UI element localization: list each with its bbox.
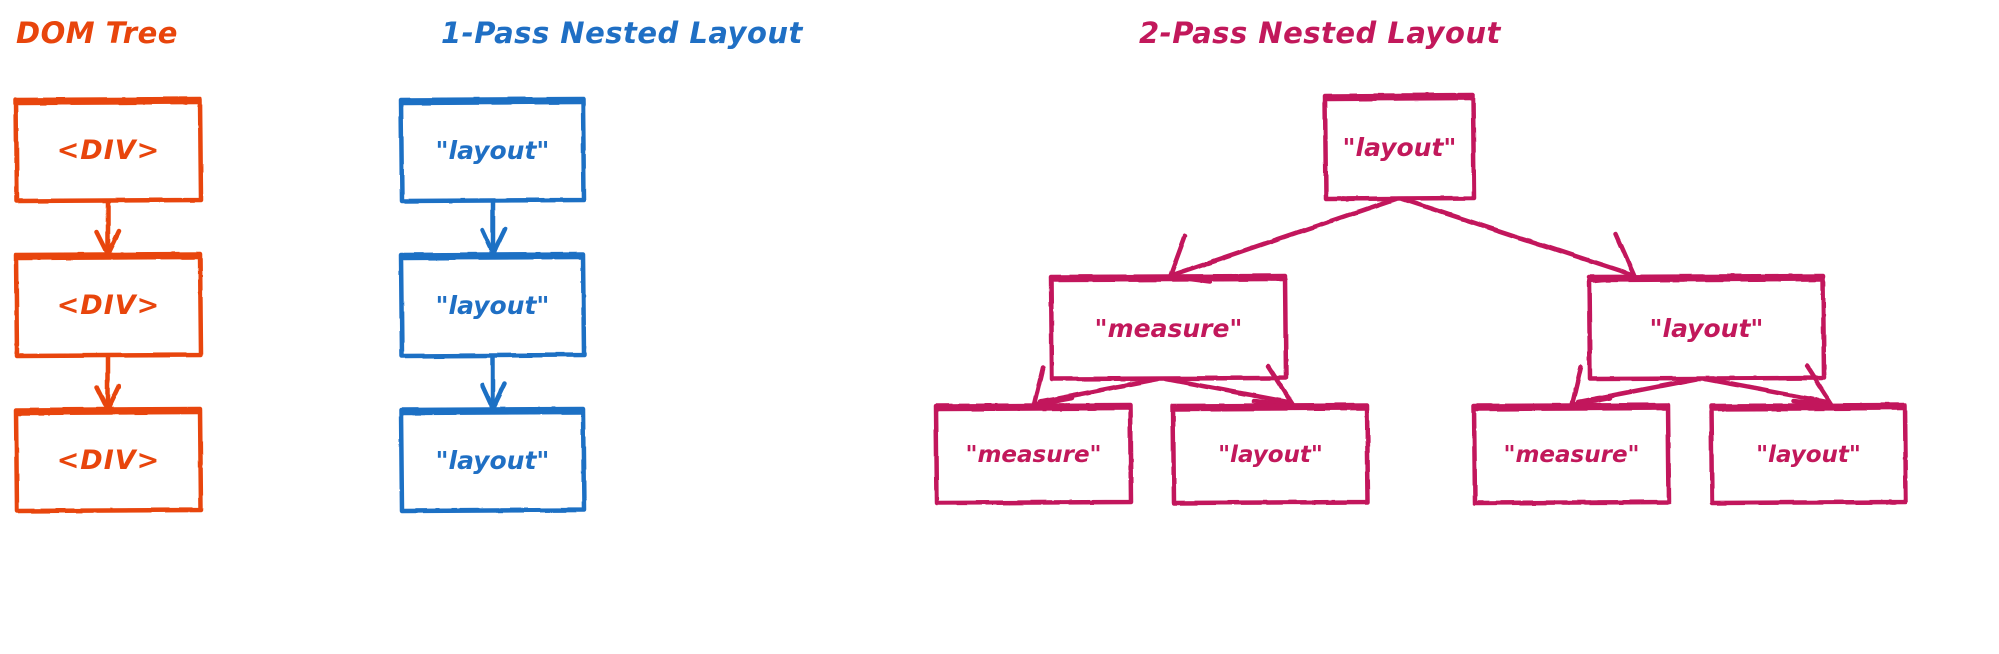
one-pass-node-box-3 [398, 406, 587, 514]
two-pass-leaf-box-4 [1708, 402, 1909, 506]
two-pass-level2-box-1 [1048, 273, 1289, 382]
column-title-one-pass-nested-layout: 1-Pass Nested Layout [441, 16, 803, 50]
two-pass-leaf-label-4: "layout" [1756, 441, 1861, 468]
one-pass-node-label-3: "layout" [435, 446, 550, 475]
one-pass-graph [398, 96, 587, 514]
one-pass-node-label-1: "layout" [435, 136, 550, 165]
dom-tree-arrow-2 [94, 353, 122, 412]
two-pass-leaf-label-1: "measure" [965, 441, 1102, 468]
two-pass-edge-left-to-leaf2 [1163, 363, 1296, 408]
dom-tree-arrow-1 [94, 198, 122, 257]
dom-tree-node-box-2 [13, 251, 204, 359]
one-pass-arrow-1 [479, 198, 508, 257]
one-pass-node-box-1 [398, 96, 587, 204]
two-pass-edge-root-to-right [1399, 196, 1638, 284]
two-pass-leaf-label-2: "layout" [1218, 441, 1323, 468]
two-pass-edge-left-to-leaf1 [1031, 364, 1161, 408]
one-pass-node-box-2 [398, 251, 587, 359]
two-pass-root-box [1322, 92, 1477, 202]
one-pass-node-label-2: "layout" [435, 291, 550, 320]
dom-tree-node-box-1 [13, 96, 204, 204]
two-pass-leaf-box-1 [933, 402, 1134, 506]
two-pass-graph [933, 92, 1909, 506]
two-pass-leaf-box-3 [1471, 402, 1672, 506]
two-pass-edge-right-to-leaf4 [1702, 363, 1835, 408]
column-title-two-pass-nested-layout: 2-Pass Nested Layout [1139, 16, 1501, 50]
dom-tree-node-label-2: <DIV> [56, 290, 161, 321]
two-pass-leaf-label-3: "measure" [1503, 441, 1640, 468]
two-pass-edge-right-to-leaf3 [1569, 364, 1700, 408]
column-title-dom-tree: DOM Tree [16, 16, 178, 50]
one-pass-arrow-2 [479, 353, 508, 412]
two-pass-level2-label-1: "measure" [1094, 313, 1243, 343]
dom-tree-node-label-1: <DIV> [56, 135, 161, 166]
two-pass-leaf-box-2 [1170, 402, 1371, 506]
dom-tree-node-label-3: <DIV> [56, 445, 161, 476]
two-pass-level2-label-2: "layout" [1649, 313, 1764, 343]
two-pass-level2-box-2 [1586, 273, 1827, 382]
dom-tree-graph [13, 96, 204, 514]
two-pass-edge-root-to-left [1167, 196, 1399, 285]
dom-tree-node-box-3 [13, 406, 204, 514]
two-pass-root-label: "layout" [1342, 133, 1457, 162]
